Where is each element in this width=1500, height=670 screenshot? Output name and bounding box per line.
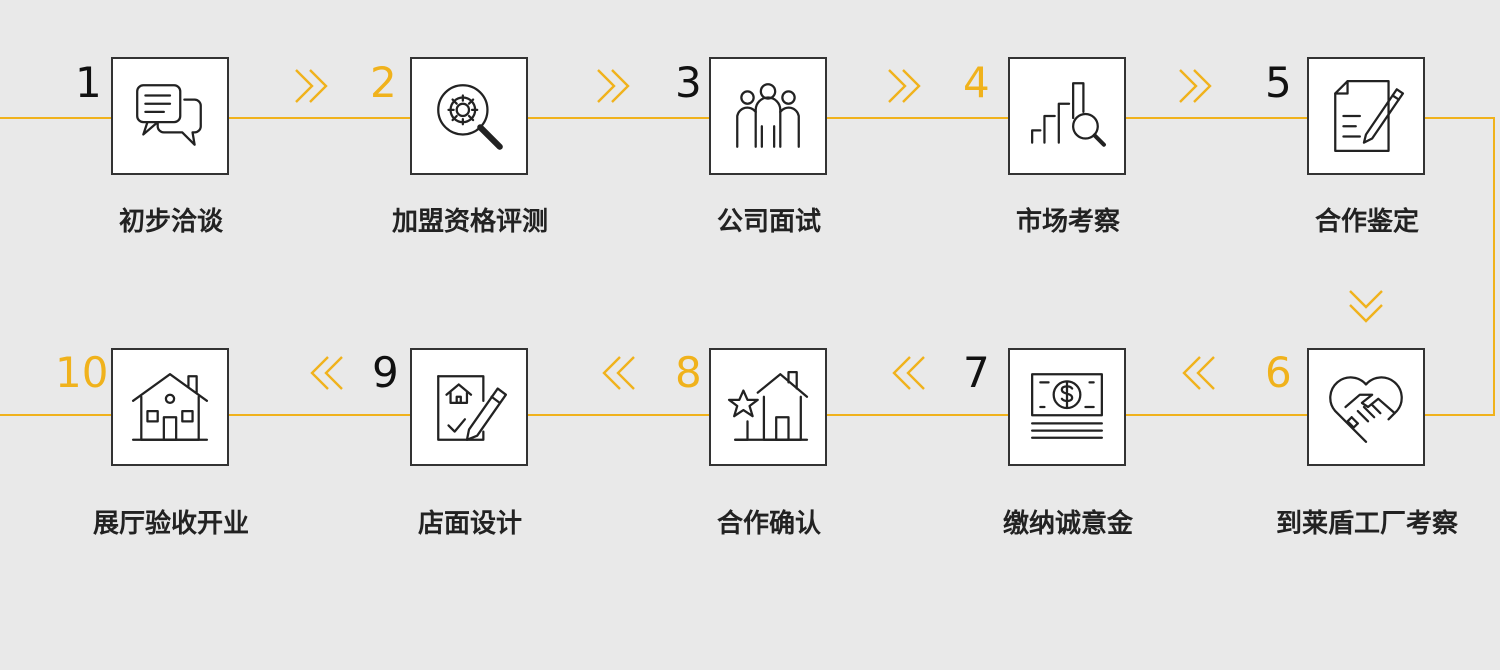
team-icon [736,83,800,148]
step-6-number: 6 [1265,348,1292,397]
step-4-number: 4 [963,58,990,107]
step-2-label: 加盟资格评测 [391,207,548,237]
document-pen-icon [1334,80,1405,152]
arrow-right-icon [885,66,925,106]
step-3-box [709,57,827,175]
arrow-right-icon [292,66,332,106]
step-9-label: 店面设计 [417,509,522,539]
step-3-number: 3 [675,58,702,107]
arrow-down-icon [1346,287,1386,327]
chart-magnifier-icon [1031,82,1106,147]
step-5-number: 5 [1265,58,1292,107]
step-1-box [111,57,229,175]
house-icon [131,373,209,441]
step-7-number: 7 [963,348,990,397]
step-5-label: 合作鉴定 [1314,207,1419,237]
money-stack-icon [1031,373,1103,439]
step-5-box [1307,57,1425,175]
step-4-box [1008,57,1126,175]
handshake-heart-icon [1329,376,1403,443]
gear-magnifier-icon [437,84,503,150]
step-10-number: 10 [55,348,109,397]
arrow-left-icon [888,353,928,393]
arrow-left-icon [1178,353,1218,393]
step-8-box [709,348,827,466]
house-star-icon [727,371,809,441]
arrow-right-icon [1176,66,1216,106]
step-8-number: 8 [675,348,702,397]
step-1-label: 初步洽谈 [118,207,223,237]
arrow-left-icon [306,353,346,393]
step-10-label: 展厅验收开业 [92,509,249,539]
chat-bubbles-icon [136,84,202,146]
step-2-box [410,57,528,175]
step-9-box [410,348,528,466]
house-plan-pencil-icon [437,375,508,441]
step-9-number: 9 [372,348,399,397]
step-3-label: 公司面试 [716,207,821,237]
arrow-left-icon [598,353,638,393]
step-7-box [1008,348,1126,466]
step-8-label: 合作确认 [716,509,821,539]
step-4-label: 市场考察 [1015,207,1120,237]
step-1-number: 1 [75,58,102,107]
step-2-number: 2 [370,58,397,107]
arrow-right-icon [594,66,634,106]
step-10-box [111,348,229,466]
step-6-box [1307,348,1425,466]
step-7-label: 缴纳诚意金 [1002,509,1133,539]
step-6-label: 到莱盾工厂考察 [1275,509,1458,539]
